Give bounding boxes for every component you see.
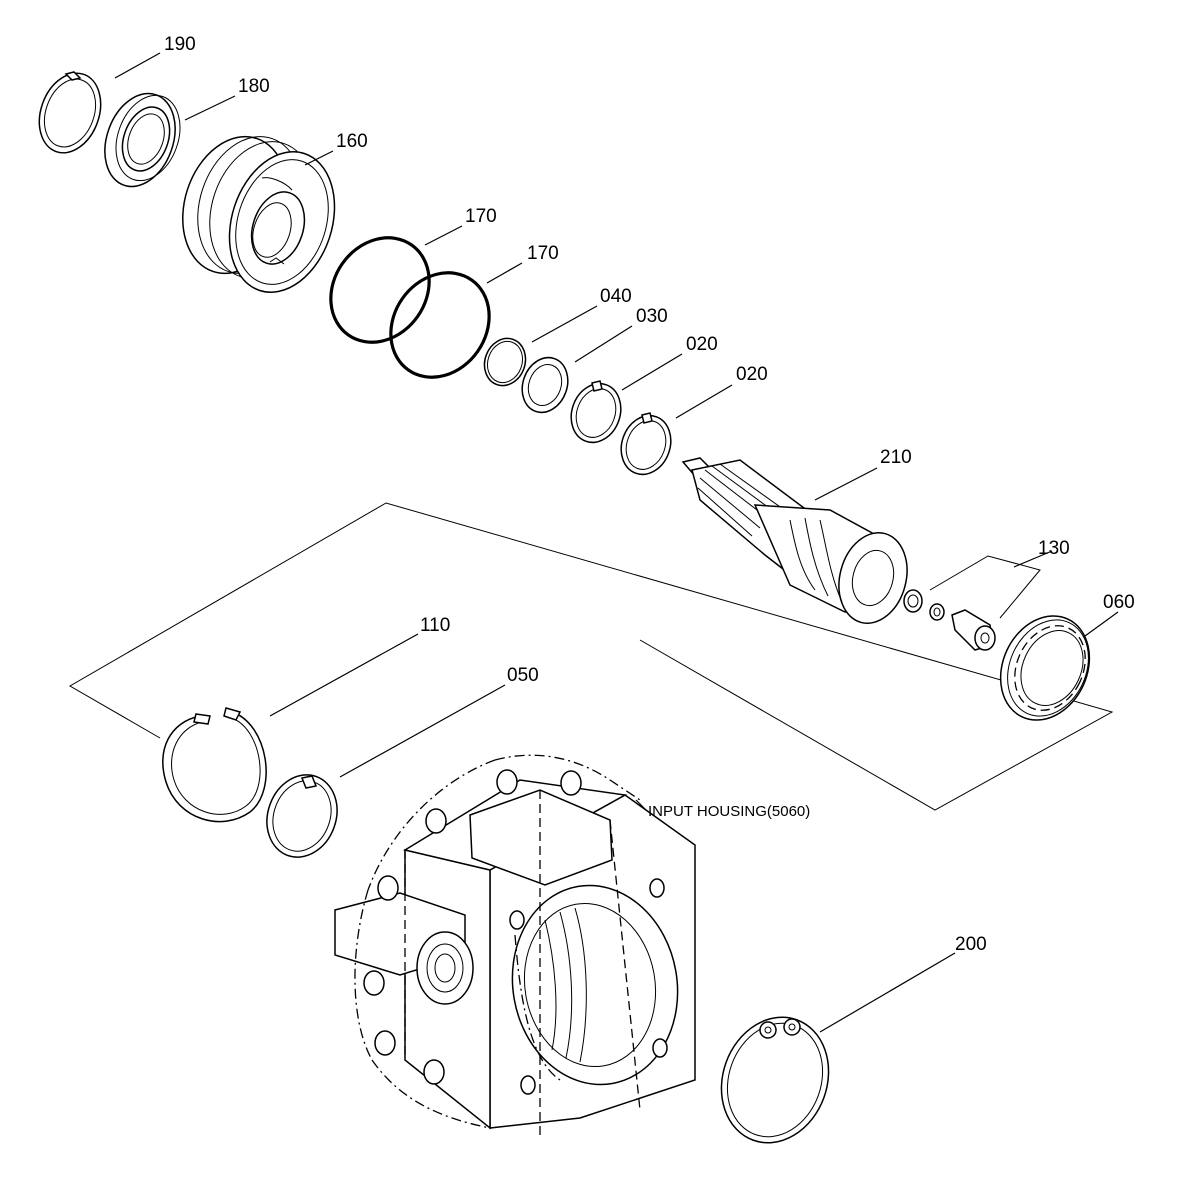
- callout-020-b: 020: [736, 364, 768, 385]
- callout-labels: 190 180 160 170 170 040 030 020 020 210 …: [164, 34, 1135, 955]
- part-190-snap-ring: [38, 71, 102, 154]
- callout-170-a: 170: [465, 206, 497, 227]
- callout-050: 050: [507, 665, 539, 686]
- part-040-washer: [521, 356, 569, 414]
- input-housing-label: INPUT HOUSING(5060): [648, 803, 810, 820]
- part-060-bearing: [999, 615, 1091, 721]
- part-160-piston: [182, 135, 336, 293]
- part-170-o-ring-a: [329, 236, 431, 344]
- callout-200: 200: [955, 934, 987, 955]
- part-030-snap-ring: [570, 380, 622, 444]
- callout-060: 060: [1103, 592, 1135, 613]
- callout-180: 180: [238, 76, 270, 97]
- callout-190: 190: [164, 34, 196, 55]
- assembly-bracket-outline: [69, 502, 1114, 811]
- part-170-o-ring-b: [389, 271, 491, 379]
- callout-160: 160: [336, 131, 368, 152]
- part-210-input-shaft: [681, 457, 908, 624]
- callout-020-a: 020: [686, 334, 718, 355]
- part-050-snap-ring: [266, 774, 338, 858]
- part-180-seal: [104, 92, 181, 188]
- part-020-snap-ring: [620, 412, 672, 476]
- callout-110: 110: [420, 615, 450, 636]
- input-housing-body: [334, 754, 696, 1140]
- callout-210: 210: [880, 447, 912, 468]
- part-small-o-ring: [483, 337, 527, 387]
- part-200-circlip: [720, 1016, 830, 1144]
- callout-040: 040: [600, 286, 632, 307]
- callout-170-b: 170: [527, 243, 559, 264]
- callout-030: 030: [636, 306, 668, 327]
- leader-lines: [114, 52, 1119, 1033]
- part-110-circlip: [162, 707, 267, 823]
- callout-130: 130: [1038, 538, 1070, 559]
- part-130-plug-assembly: [903, 555, 1041, 651]
